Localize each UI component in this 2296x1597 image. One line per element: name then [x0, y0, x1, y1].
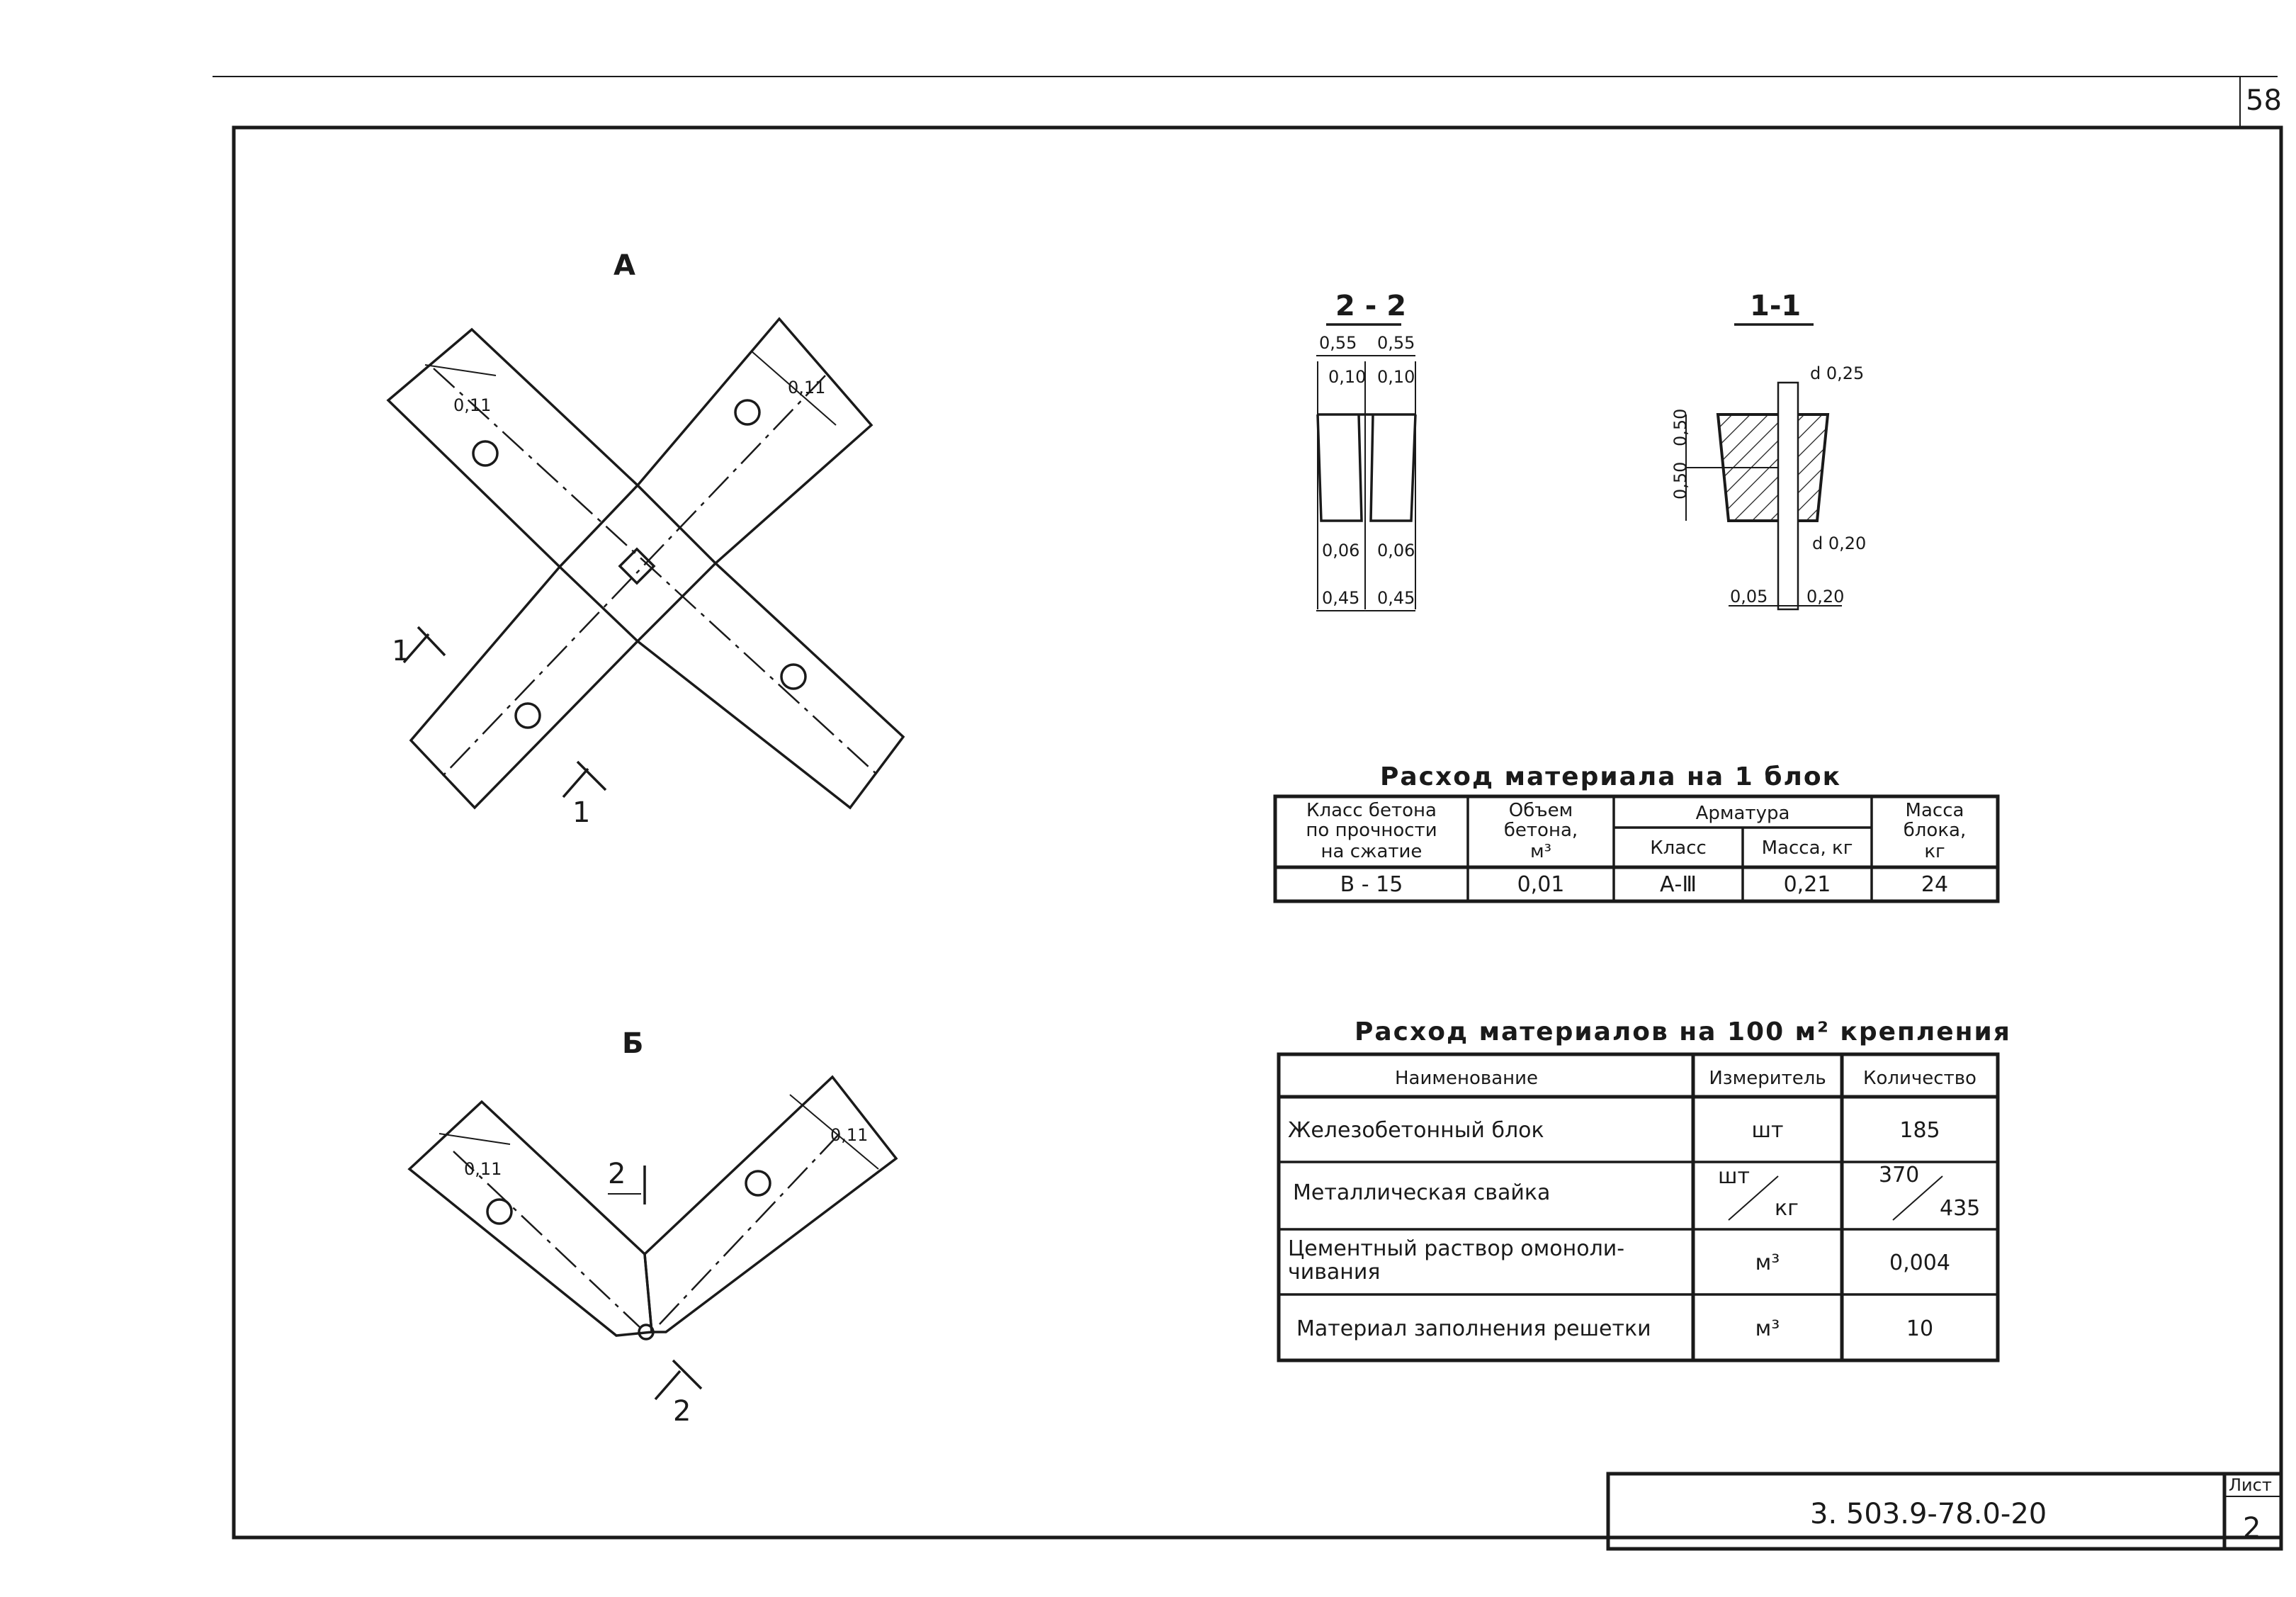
view-a-cross-block: А 0,11 0,11 1 1: [386, 249, 905, 829]
row3-unit: м³: [1755, 1251, 1780, 1275]
th-unit: Измеритель: [1709, 1068, 1826, 1089]
section-1-1: 1-1 d 0,25 d 0,20 0,50 0,50 0,05 0,20: [1670, 290, 1866, 611]
th-rebar-mass: Масса, кг: [1762, 837, 1853, 859]
sec11-h-lower: 0,50: [1670, 462, 1690, 500]
dim-011-left: 0,11: [464, 1159, 502, 1179]
row2-name: Металлическая свайка: [1293, 1180, 1550, 1205]
row1-qty: 185: [1899, 1118, 1940, 1143]
cut-1-label-left: 1: [392, 635, 409, 667]
sec22-bottom-right: 0,45: [1377, 588, 1415, 608]
sec22-inner-bottom-right: 0,06: [1377, 541, 1415, 560]
th-rebar: Арматура: [1696, 803, 1790, 824]
th-volume-2: бетона,: [1504, 820, 1578, 841]
th-concrete-class-1: Класс бетона: [1306, 800, 1437, 821]
sec22-bottom-left: 0,45: [1322, 588, 1359, 608]
list-label: Лист: [2229, 1475, 2272, 1495]
row1-name: Железобетонный блок: [1288, 1118, 1544, 1143]
row4-unit: м³: [1755, 1316, 1780, 1341]
row3-qty: 0,004: [1889, 1251, 1950, 1275]
th-rebar-class: Класс: [1650, 837, 1707, 859]
sec11-d-top: d 0,25: [1810, 363, 1864, 383]
dim-011-ur: 0,11: [788, 378, 825, 397]
th-block-mass-2: блока,: [1904, 820, 1966, 841]
dim-011-ul: 0,11: [453, 395, 491, 415]
section-2-2: 2 - 2 0,55 0,55 0,10 0,10 0,06 0,06 0,45…: [1316, 290, 1417, 611]
cut-2-label-top: 2: [608, 1158, 626, 1190]
table-material-per-block: Расход материала на 1 блок Класс бетона …: [1273, 762, 2000, 903]
sec22-top-right: 0,55: [1377, 333, 1415, 353]
th-block-mass-1: Масса: [1906, 800, 1964, 821]
th-concrete-class-3: на сжатие: [1321, 841, 1423, 862]
td-volume: 0,01: [1517, 872, 1565, 897]
row2-qty-num: 370: [1879, 1163, 1919, 1187]
row4-qty: 10: [1906, 1316, 1933, 1341]
th-name: Наименование: [1395, 1068, 1538, 1089]
view-a-label: А: [613, 249, 635, 282]
cut-1-label-bottom: 1: [572, 796, 590, 829]
th-volume-3: м³: [1530, 841, 1551, 862]
row2-qty-den: 435: [1940, 1196, 1980, 1221]
sec22-top-left: 0,55: [1319, 333, 1357, 353]
table-block-title: Расход материала на 1 блок: [1380, 762, 1841, 791]
row3-name-line2: чивания: [1288, 1260, 1380, 1285]
sec11-d-bottom: d 0,20: [1812, 534, 1866, 553]
sec22-inner-top-right: 0,10: [1377, 367, 1415, 387]
td-block-mass: 24: [1921, 872, 1948, 897]
page-number: 58: [2246, 84, 2282, 117]
sec11-b-left: 0,05: [1730, 587, 1768, 606]
td-rebar-class: А-Ⅲ: [1660, 872, 1697, 897]
th-concrete-class-2: по прочности: [1306, 820, 1437, 841]
title-block: 3. 503.9-78.0-20 Лист 2: [1606, 1472, 2283, 1551]
row3-name-line1: Цементный раствор омоноли-: [1288, 1236, 1624, 1261]
sheet-frame: 58: [213, 76, 2283, 1540]
table-materials-per-100m2: Расход материалов на 100 м² крепления На…: [1277, 1017, 2011, 1362]
document-code: 3. 503.9-78.0-20: [1810, 1498, 2047, 1530]
sec22-inner-bottom-left: 0,06: [1322, 541, 1359, 560]
dim-011-right: 0,11: [830, 1125, 868, 1145]
sec11-b-right: 0,20: [1806, 587, 1844, 606]
th-block-mass-3: кг: [1924, 841, 1945, 862]
td-rebar-mass: 0,21: [1784, 872, 1831, 897]
table-materials-title: Расход материалов на 100 м² крепления: [1355, 1017, 2011, 1046]
row4-name: Материал заполнения решетки: [1296, 1316, 1651, 1341]
sec11-h-upper: 0,50: [1670, 409, 1690, 446]
section-2-2-title: 2 - 2: [1335, 290, 1406, 322]
th-qty: Количество: [1863, 1068, 1977, 1089]
cut-2-label-bottom: 2: [673, 1395, 691, 1428]
row2-unit-den: кг: [1775, 1196, 1799, 1221]
section-1-1-title: 1-1: [1750, 290, 1801, 322]
row1-unit: шт: [1752, 1118, 1784, 1143]
list-number: 2: [2243, 1512, 2261, 1545]
view-b-label: Б: [622, 1027, 644, 1060]
row2-unit-num: шт: [1718, 1164, 1750, 1189]
td-concrete-class: В - 15: [1340, 872, 1403, 897]
sec22-inner-top-left: 0,10: [1328, 367, 1366, 387]
view-b-v-block: Б 0,11 0,11 2 2: [407, 1027, 898, 1428]
th-volume-1: Объем: [1509, 800, 1573, 821]
